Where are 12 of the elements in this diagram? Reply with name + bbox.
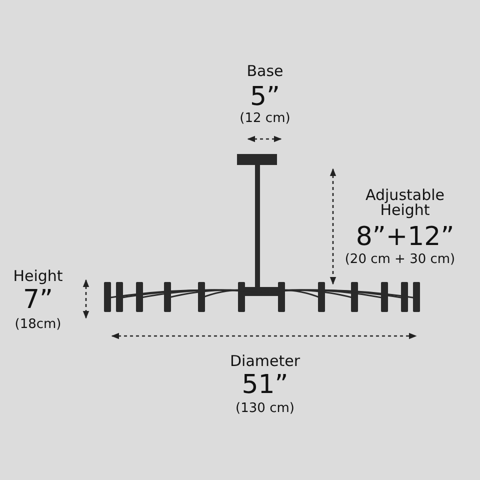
metric-value: (20 cm + 30 cm) xyxy=(344,253,456,266)
dimension-label: Adjustable Height xyxy=(364,188,446,218)
dimension-label: Height xyxy=(13,269,63,284)
metric-value: (12 cm) xyxy=(240,112,290,125)
metric-value: (18cm) xyxy=(14,318,62,331)
dimension-value: 51” xyxy=(242,372,288,398)
metric-value: (130 cm) xyxy=(236,402,294,415)
dimension-label: Base xyxy=(246,64,284,79)
dimension-value: 7” xyxy=(23,287,53,313)
dimension-value: 8”+12” xyxy=(356,224,454,250)
dimension-label: Diameter xyxy=(230,354,300,369)
dimension-value: 5” xyxy=(250,84,280,110)
